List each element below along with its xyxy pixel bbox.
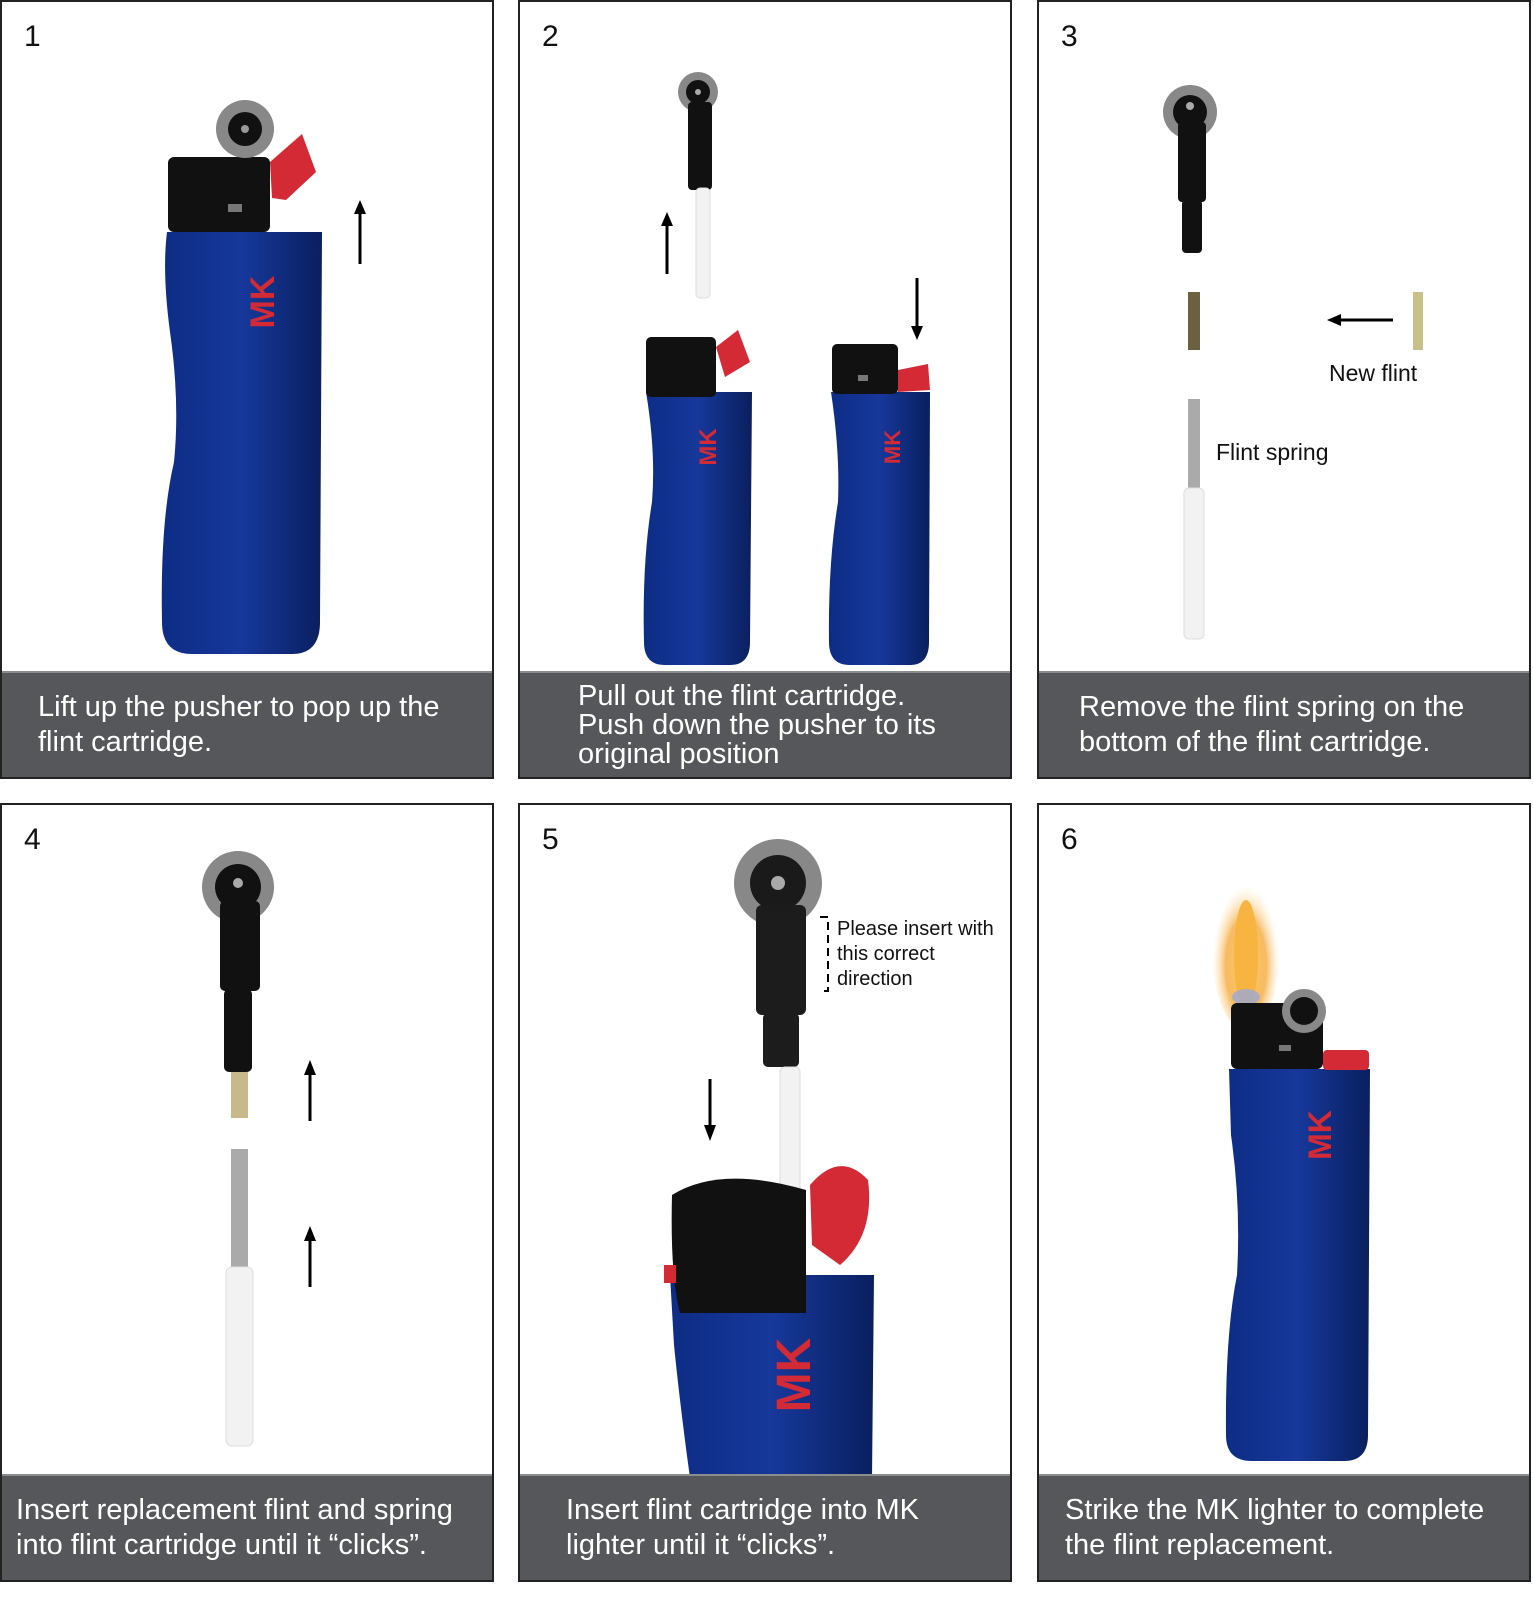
step-number: 6 (1061, 823, 1078, 856)
step-panel-1: MK 1 Lift up the pusher to pop up the fl… (0, 0, 494, 779)
flint-spring (1188, 399, 1200, 488)
flint-spring-label: Flint spring (1216, 439, 1329, 465)
new-flint-label: New flint (1329, 360, 1418, 386)
step-panel-5: MK Please insert with this correct direc… (518, 803, 1012, 1582)
step-number: 4 (24, 823, 41, 856)
lighter-illustration: MK (161, 100, 366, 654)
step-number: 5 (542, 823, 559, 856)
new-flint (1413, 292, 1423, 350)
step-panel-2: MK MK 2 Pull out the flint cartridge. Pu… (518, 0, 1012, 779)
step-panel-6: MK 6 Strike the MK lighter to complete t… (1037, 803, 1531, 1582)
step-caption: Pull out the flint cartridge. Push down … (520, 671, 1010, 777)
step-caption: Remove the flint spring on the bottom of… (1039, 671, 1529, 777)
step-caption: Insert flint cartridge into MK lighter u… (520, 1474, 1010, 1580)
step-number: 3 (1061, 20, 1078, 53)
step-number: 2 (542, 20, 559, 53)
direction-bracket (820, 916, 829, 992)
svg-text:MK: MK (244, 275, 282, 328)
lit-lighter-illustration: MK (1212, 870, 1370, 1461)
old-flint (1188, 292, 1200, 350)
cartridge-and-lighters-illustration: MK MK (643, 72, 930, 665)
step-panel-4: 4 Insert replacement flint and spring in… (0, 803, 494, 1582)
svg-text:MK: MK (1302, 1110, 1338, 1160)
svg-text:MK: MK (768, 1337, 821, 1412)
svg-text:MK: MK (880, 430, 905, 464)
svg-text:MK: MK (695, 428, 722, 466)
step-number: 1 (24, 20, 41, 53)
step-caption: Insert replacement flint and spring into… (2, 1474, 492, 1580)
step-panel-3: New flint Flint spring 3 Remove the flin… (1037, 0, 1531, 779)
step-caption: Strike the MK lighter to complete the fl… (1039, 1474, 1529, 1580)
direction-note-label: Please insert with this correct directio… (837, 918, 994, 990)
insert-flint-illustration (202, 851, 316, 1447)
insert-cartridge-illustration: MK (664, 839, 874, 1478)
flint-parts-illustration (1163, 85, 1423, 640)
step-caption: Lift up the pusher to pop up the flint c… (2, 671, 492, 777)
